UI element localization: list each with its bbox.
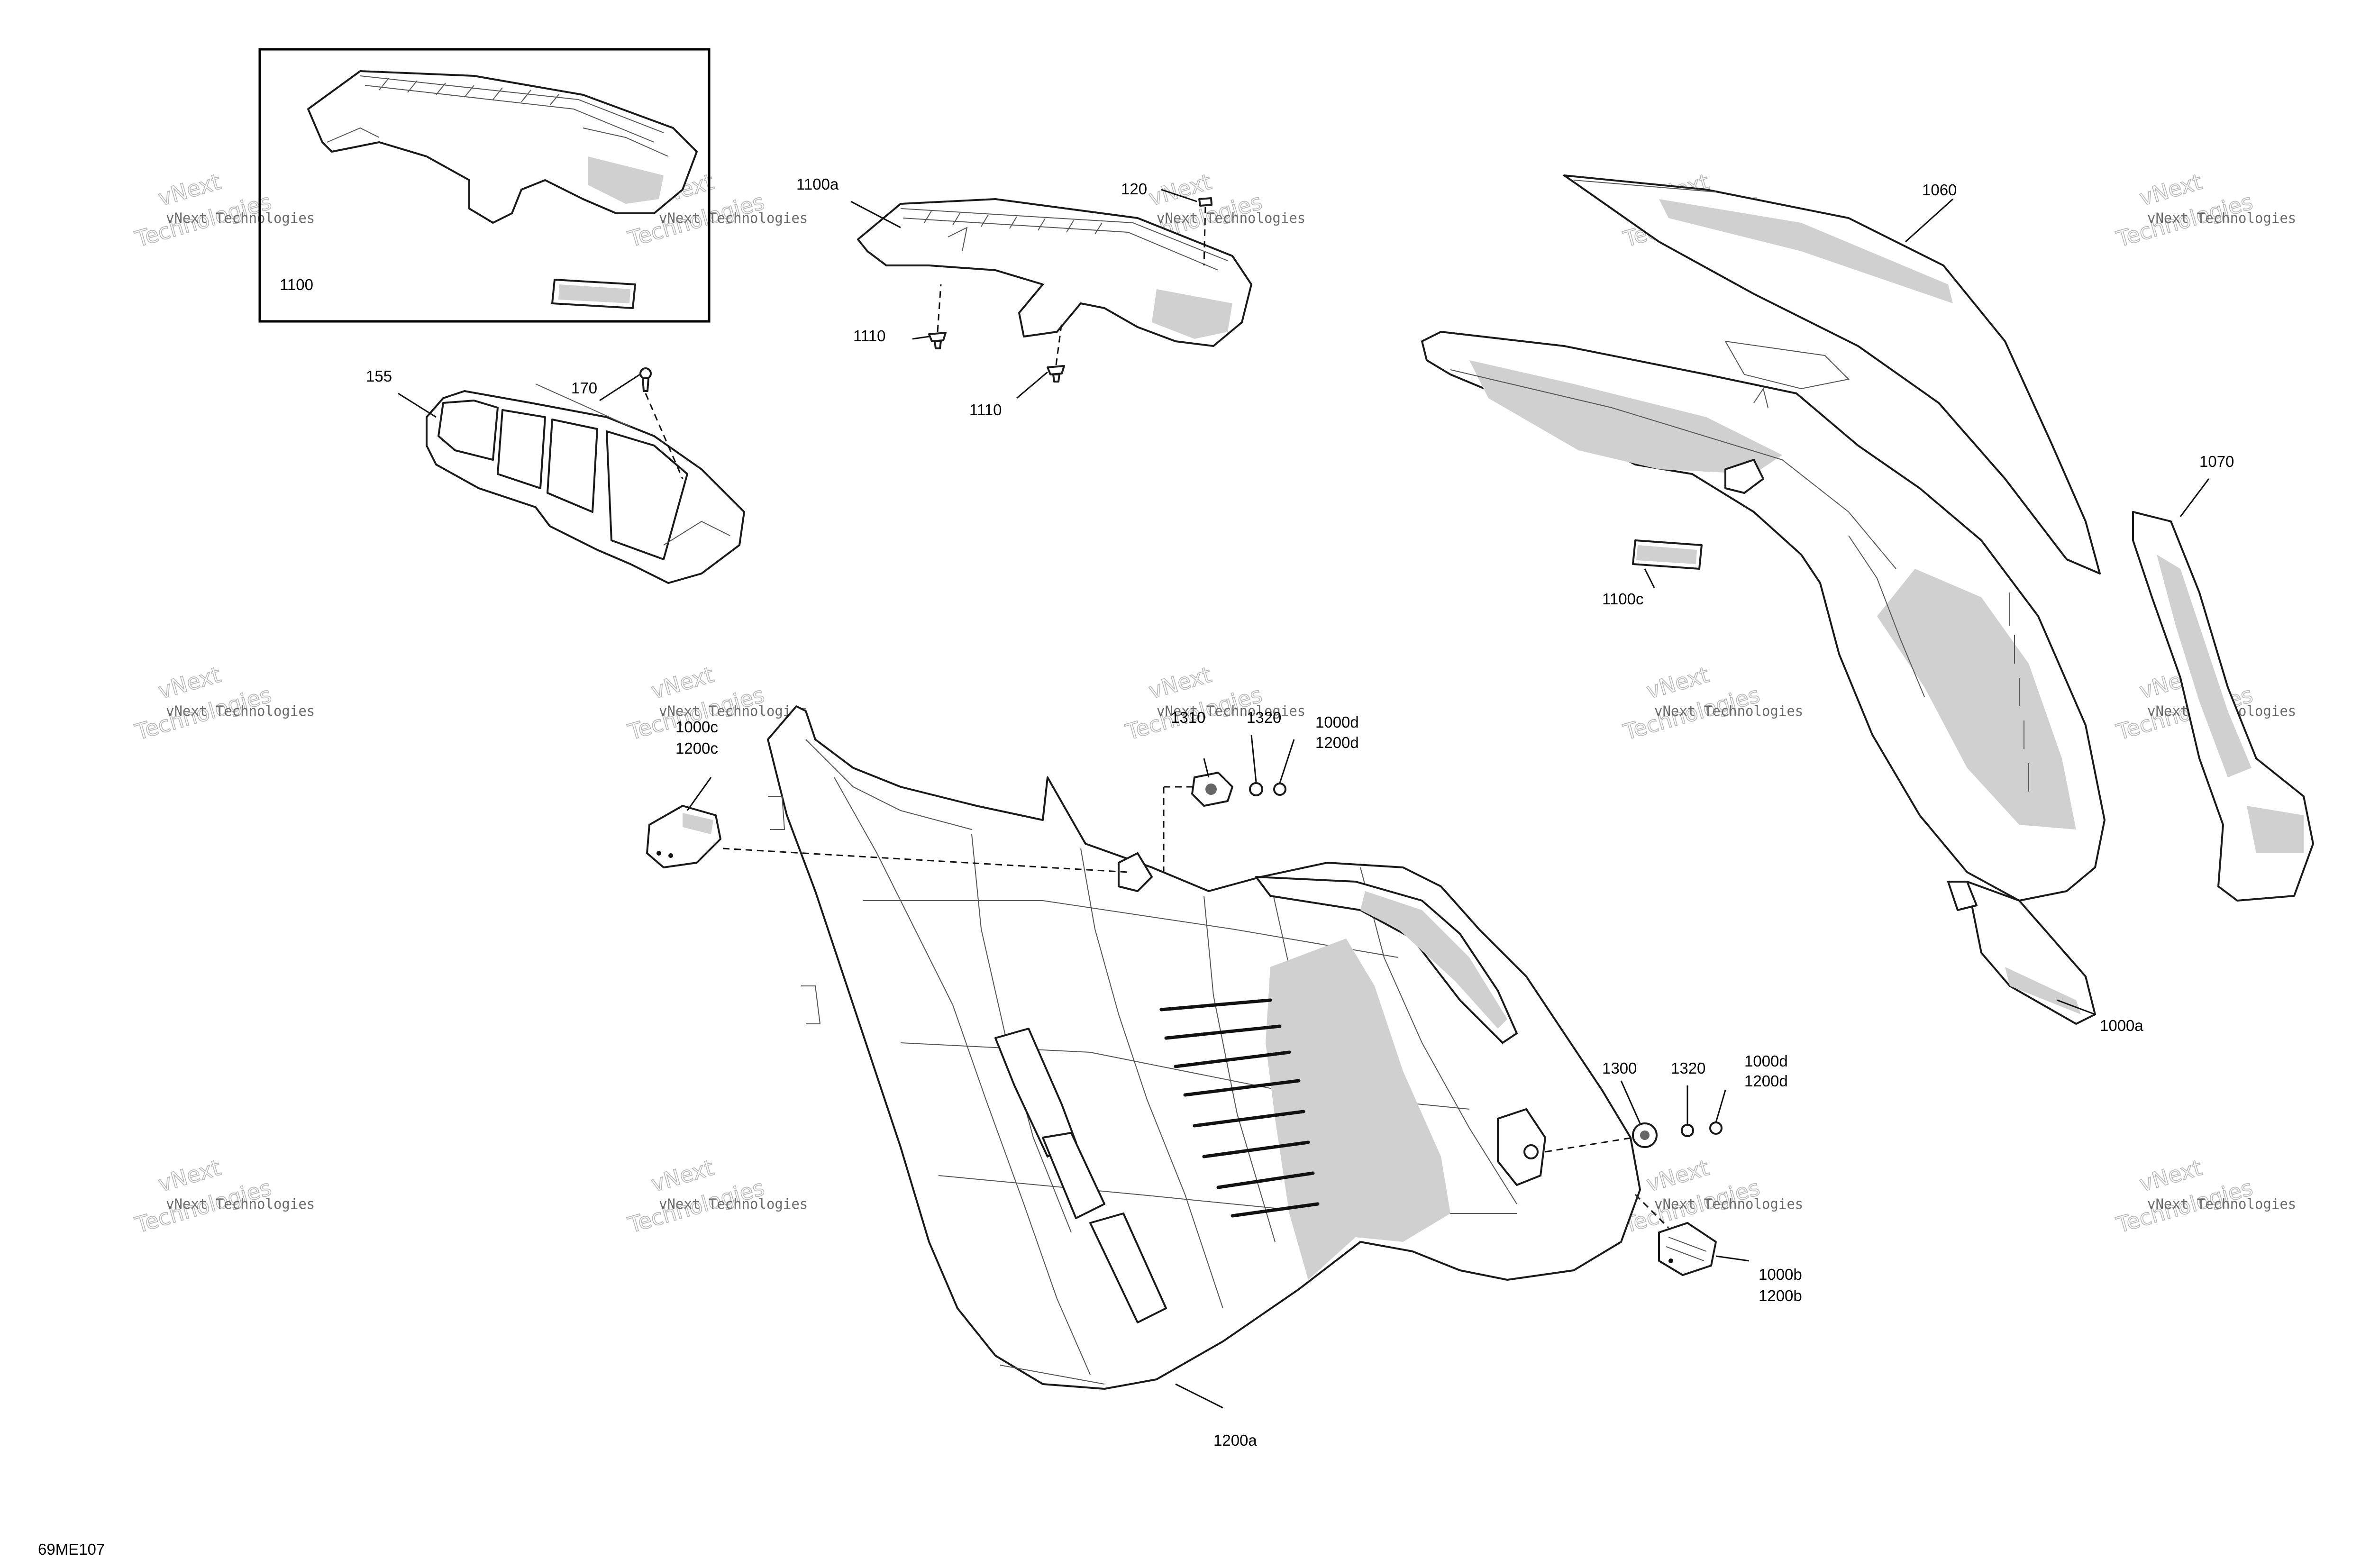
assembly-line-120 [1203, 206, 1206, 266]
part-1310-grommet-top[interactable] [1191, 772, 1233, 807]
watermark-text: vNext Technologies [1654, 1196, 1803, 1212]
callout-1200c: 1200c [675, 739, 718, 757]
callout-1060: 1060 [1922, 181, 1957, 199]
callout-labels: 1100 1100a 120 1110 1110 155 170 1060 10… [38, 175, 2234, 1558]
watermark-text: vNext Technologies [2147, 1196, 2296, 1212]
inset-box-1100 [258, 48, 711, 323]
assembly-line-1110-left [937, 284, 942, 332]
part-1000b-1200b-light[interactable] [1658, 1222, 1717, 1276]
watermark-text: vNext Technologies [2147, 210, 2296, 226]
part-1100-light-housing[interactable] [307, 70, 698, 224]
callout-1000d-top: 1000d [1315, 713, 1359, 731]
callout-1000d-bottom: 1000d [1744, 1052, 1788, 1070]
callout-170: 170 [571, 379, 597, 397]
watermark-text: vNext Technologies [1654, 703, 1803, 719]
callout-155: 155 [366, 367, 392, 385]
callout-1100a: 1100a [796, 175, 839, 193]
watermark-text: vNext Technologies [659, 1196, 808, 1212]
callout-1200a: 1200a [1213, 1431, 1257, 1449]
part-1320-washer-top[interactable] [1249, 782, 1263, 796]
part-1320-washer-bottom[interactable] [1681, 1124, 1694, 1137]
callout-120: 120 [1121, 180, 1147, 198]
callout-1320-top: 1320 [1247, 709, 1281, 726]
callout-1310: 1310 [1171, 709, 1205, 726]
part-120-screw[interactable] [1198, 197, 1212, 207]
assembly-line-1000b [1634, 1194, 1669, 1229]
part-1000d-1200d-screw-bottom[interactable] [1709, 1121, 1723, 1135]
watermark-text: vNext Technologies [1157, 703, 1305, 719]
callout-1320-bottom: 1320 [1671, 1059, 1705, 1077]
part-1110-screw-right[interactable] [1047, 365, 1065, 383]
part-1300-grommet-bottom[interactable] [1632, 1122, 1658, 1148]
callout-1000a: 1000a [2100, 1017, 2143, 1034]
assembly-line-170 [645, 393, 684, 479]
callout-1110-right: 1110 [969, 401, 1002, 419]
callout-1110-left: 1110 [853, 327, 886, 345]
watermark-text: vNext Technologies [166, 703, 315, 719]
watermark-text: vNext Technologies [166, 1196, 315, 1212]
part-1100a-light-housing[interactable] [857, 198, 1252, 347]
part-1070-side-deflector[interactable] [2132, 511, 2314, 902]
callout-1070: 1070 [2199, 453, 2234, 470]
callout-1200b: 1200b [1759, 1287, 1802, 1304]
diagram-code: 69ME107 [38, 1541, 105, 1558]
callout-1100: 1100 [280, 276, 313, 293]
part-155-grille[interactable] [426, 383, 745, 584]
part-1110-screw-left[interactable] [928, 332, 947, 349]
part-1000a-front-fairing[interactable] [1421, 331, 2106, 1025]
leader-lines [398, 189, 2210, 1409]
part-1200a-side-panel[interactable] [767, 705, 1641, 1390]
watermark-text: vNext Technologies [659, 210, 808, 226]
callout-1200d-top: 1200d [1315, 734, 1359, 751]
part-1060-windshield[interactable] [1563, 174, 2101, 574]
callout-1000c: 1000c [675, 718, 718, 736]
part-1100c-strip[interactable] [1632, 539, 1703, 570]
watermark-text: vNext Technologies [659, 703, 808, 719]
callout-1100c: 1100c [1602, 590, 1643, 608]
watermark-text: vNext Technologies [166, 210, 315, 226]
part-1100-strip[interactable] [551, 279, 636, 309]
part-170-screw[interactable] [639, 367, 652, 392]
watermark-text: vNext Technologies [1157, 210, 1305, 226]
assembly-line-1300 [1545, 1137, 1633, 1153]
callout-1200d-bottom: 1200d [1744, 1072, 1788, 1090]
part-1000c-1200c-light[interactable] [646, 805, 721, 868]
assembly-line-1110-right [1055, 322, 1063, 365]
callout-1000b: 1000b [1759, 1266, 1802, 1283]
callout-1300: 1300 [1602, 1059, 1637, 1077]
part-1000d-1200d-screw-top[interactable] [1273, 783, 1286, 796]
